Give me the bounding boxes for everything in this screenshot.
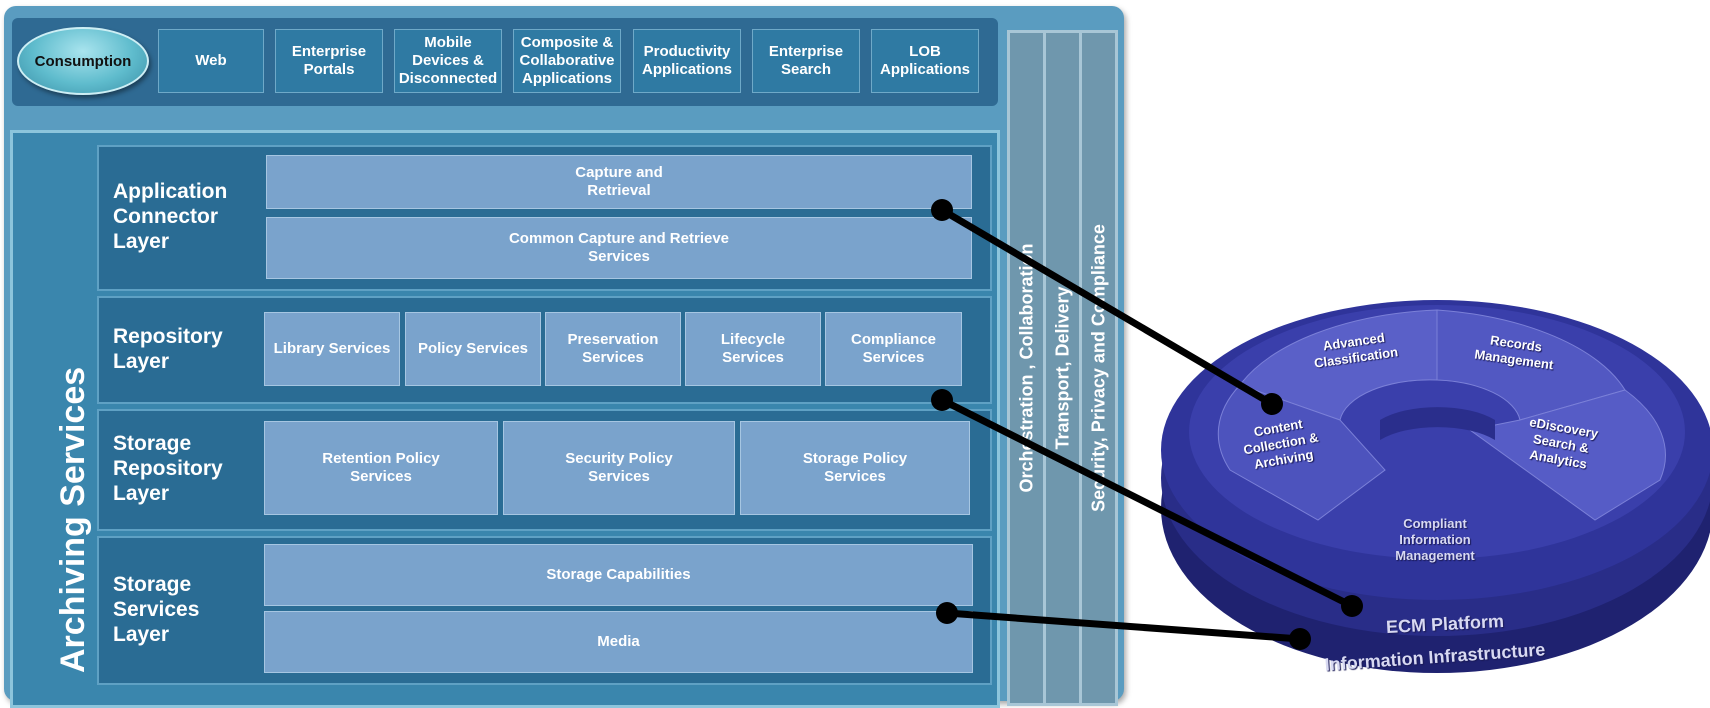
- orchestration-collaboration-band: Orchestration , Collaboration: [1007, 30, 1046, 706]
- library-services: Library Services: [264, 312, 400, 386]
- consumption-web: Web: [158, 29, 264, 93]
- consumption-lob-apps: LOB Applications: [871, 29, 979, 93]
- security-privacy-compliance-band: Security, Privacy and Compliance: [1079, 30, 1118, 706]
- connector-dot: [936, 602, 958, 624]
- storage-repository-layer: Storage Repository Layer Retention Polic…: [97, 409, 992, 531]
- consumption-composite-apps: Composite & Collaborative Applications: [513, 29, 621, 93]
- lifecycle-services: Lifecycle Services: [685, 312, 821, 386]
- application-connector-layer: Application Connector Layer Capture and …: [97, 145, 992, 291]
- connector-dot: [1341, 595, 1363, 617]
- repository-layer: Repository Layer Library Services Policy…: [97, 296, 992, 404]
- compliance-services: Compliance Services: [825, 312, 962, 386]
- retention-policy-services: Retention Policy Services: [264, 421, 498, 515]
- preservation-services: Preservation Services: [545, 312, 681, 386]
- storage-capabilities: Storage Capabilities: [264, 544, 973, 606]
- connector-dot: [931, 389, 953, 411]
- compliant-information-management-label: Compliant Information Management: [1395, 516, 1475, 563]
- disc-inner-wall: [1380, 407, 1495, 440]
- connector-line-storage-to-infrastructure: [946, 609, 1301, 643]
- consumption-enterprise-portals: Enterprise Portals: [275, 29, 383, 93]
- connector-dot: [931, 199, 953, 221]
- media: Media: [264, 611, 973, 673]
- consumption-productivity-apps: Productivity Applications: [633, 29, 741, 93]
- connector-dot: [1289, 628, 1311, 650]
- storage-services-layer: Storage Services Layer Storage Capabilit…: [97, 536, 992, 685]
- consumption-mobile-devices: Mobile Devices & Disconnected: [394, 29, 502, 93]
- content-collection-segment: [1217, 384, 1386, 521]
- consumption-label: Consumption: [17, 27, 149, 95]
- storage-repository-layer-label: Storage Repository Layer: [113, 432, 223, 505]
- archiving-services-panel: Archiving Services Application Connector…: [10, 130, 1000, 708]
- storage-services-layer-label: Storage Services Layer: [113, 573, 200, 646]
- ediscovery-segment: [1468, 389, 1666, 521]
- policy-services: Policy Services: [405, 312, 541, 386]
- repository-layer-label: Repository Layer: [113, 325, 223, 373]
- connector-dot: [1261, 393, 1283, 415]
- connector-line-application-to-content: [940, 206, 1274, 408]
- connector-line-repository-to-platform: [940, 396, 1354, 610]
- common-capture-retrieve-service: Common Capture and Retrieve Services: [266, 217, 972, 279]
- capture-retrieval-service: Capture and Retrieval: [266, 155, 972, 209]
- connector-lines: [931, 199, 1363, 650]
- security-policy-services: Security Policy Services: [503, 421, 735, 515]
- consumption-enterprise-search: Enterprise Search: [752, 29, 860, 93]
- storage-policy-services: Storage Policy Services: [740, 421, 970, 515]
- application-connector-layer-label: Application Connector Layer: [113, 180, 228, 253]
- records-management-segment: [1436, 309, 1626, 421]
